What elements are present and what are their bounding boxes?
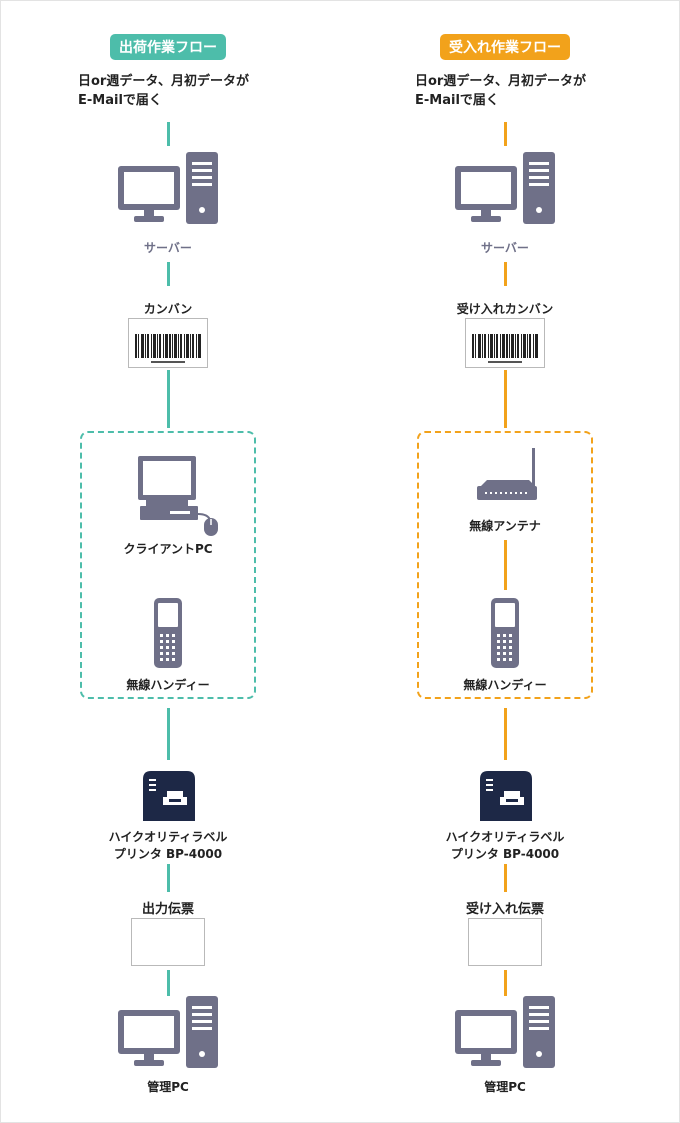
label-printer-icon	[480, 771, 532, 821]
slip-label: 出力伝票	[141, 902, 194, 917]
wireless-antenna-icon	[477, 448, 537, 500]
flow-connector	[167, 262, 170, 286]
kanban-card	[465, 318, 545, 368]
client-pc-label: クライアントPC	[123, 542, 213, 556]
handy-label: 無線ハンディー	[463, 678, 547, 692]
label-printer-icon	[143, 771, 195, 821]
slip-label: 受け入れ伝票	[465, 902, 544, 917]
flow-connector	[504, 540, 507, 590]
handy-label: 無線ハンディー	[126, 678, 210, 692]
kanban-barcode-icon	[472, 334, 538, 363]
management-pc-label: 管理PC	[147, 1080, 189, 1094]
server-icon	[118, 152, 218, 224]
flow-connector	[504, 122, 507, 146]
shipping-flow-column: 出荷作業フロー 日or週データ、月初データが E-Mailで届く サーバー カン…	[68, 0, 268, 1123]
management-pc-label: 管理PC	[484, 1080, 526, 1094]
management-pc-icon	[455, 996, 555, 1068]
kanban-label: 受け入れカンバン	[456, 302, 554, 316]
server-label: サーバー	[144, 241, 192, 255]
antenna-label: 無線アンテナ	[469, 519, 541, 533]
intro-text: 日or週データ、月初データが E-Mailで届く	[78, 74, 249, 108]
server-icon	[455, 152, 555, 224]
flow-connector	[504, 864, 507, 892]
server-label: サーバー	[481, 241, 529, 255]
receiving-flow-column: 受入れ作業フロー 日or週データ、月初データが E-Mailで届く サーバー 受…	[405, 0, 605, 1123]
flow-title: 受入れ作業フロー	[440, 34, 570, 60]
printer-label: ハイクオリティラベル プリンタ BP-4000	[445, 830, 565, 861]
handy-terminal-icon	[154, 598, 182, 668]
printer-label: ハイクオリティラベル プリンタ BP-4000	[108, 830, 228, 861]
flow-title: 出荷作業フロー	[110, 34, 226, 60]
kanban-card	[128, 318, 208, 368]
intro-text: 日or週データ、月初データが E-Mailで届く	[415, 74, 586, 108]
flow-connector	[504, 708, 507, 760]
client-device-group	[80, 431, 256, 699]
flow-connector	[167, 970, 170, 996]
kanban-barcode-icon	[135, 334, 201, 363]
flow-connector	[504, 970, 507, 996]
flow-connector	[504, 262, 507, 286]
desktop-pc-icon	[138, 456, 218, 536]
flow-connector	[167, 708, 170, 760]
flow-connector	[167, 370, 170, 428]
flow-connector	[167, 122, 170, 146]
kanban-label: カンバン	[143, 302, 193, 316]
management-pc-icon	[118, 996, 218, 1068]
handy-terminal-icon	[491, 598, 519, 668]
client-device-group	[417, 431, 593, 699]
slip-document	[468, 918, 542, 966]
flow-connector	[167, 864, 170, 892]
flow-connector	[504, 370, 507, 428]
slip-document	[131, 918, 205, 966]
